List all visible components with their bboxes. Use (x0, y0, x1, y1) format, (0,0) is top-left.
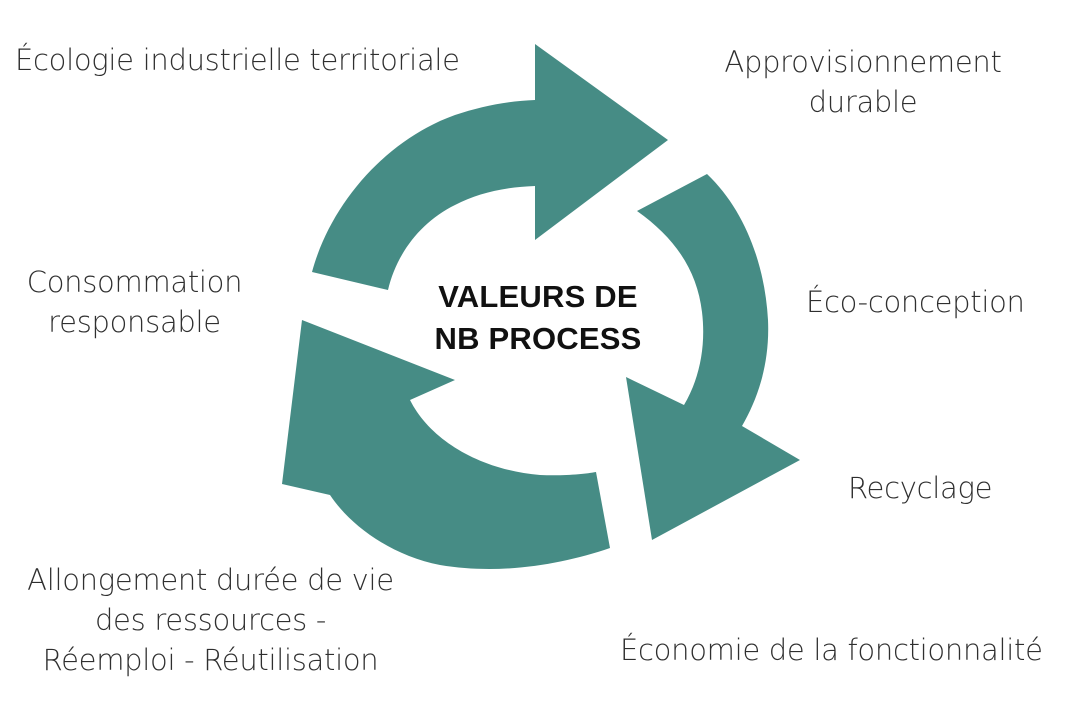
label-text: Réemploi - Réutilisation (42, 643, 379, 677)
label-text: Écologie industrielle territoriale (15, 43, 460, 77)
label-text: responsable (48, 305, 221, 339)
cycle-arrow-left (282, 320, 610, 569)
label-text: des ressources - (94, 603, 327, 637)
label-text: durable (808, 85, 918, 119)
label-eco-conception: Éco-conception (806, 282, 1025, 322)
label-text: Économie de la fonctionnalité (620, 633, 1043, 667)
cycle-arrow-right (626, 174, 800, 540)
label-ecologie-industrielle: Écologie industrielle territoriale (15, 40, 460, 80)
center-title: VALEURS DE NB PROCESS (420, 276, 656, 360)
label-text: Allongement durée de vie (27, 563, 394, 597)
label-recyclage: Recyclage (848, 468, 992, 508)
cycle-arrow-top (312, 44, 668, 290)
label-approvisionnement-durable: Approvisionnement durable (708, 42, 1018, 122)
label-economie-fonctionnalite: Économie de la fonctionnalité (620, 630, 1043, 670)
label-consommation-responsable: Consommation responsable (12, 262, 257, 342)
center-title-line-2: NB PROCESS (434, 321, 642, 356)
label-text: Éco-conception (806, 285, 1025, 319)
center-title-line-1: VALEURS DE (438, 279, 638, 314)
label-allongement-duree-vie: Allongement durée de vie des ressources … (8, 560, 413, 680)
label-text: Consommation (26, 265, 243, 299)
label-text: Recyclage (848, 471, 993, 505)
label-text: Approvisionnement (724, 45, 1002, 79)
